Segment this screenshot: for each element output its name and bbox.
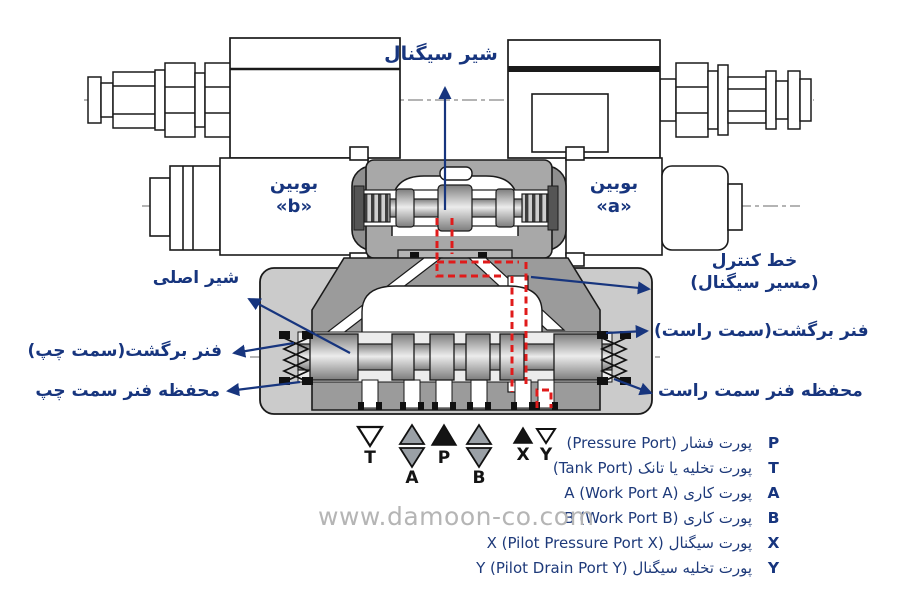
- coil-tube-right: [565, 146, 743, 267]
- spring-seats-right: [597, 331, 631, 385]
- label-return-spring-right: فنر برگشت(سمت راست): [654, 321, 869, 341]
- control-signal-path: [435, 218, 553, 408]
- arrow-spring-chamber-left: [226, 380, 301, 397]
- legend-text: پورت فشار (Pressure Port): [566, 434, 752, 452]
- label-control-line-1: خط کنترل: [711, 251, 798, 271]
- right-connector-plug: [659, 62, 812, 138]
- port-label-Y: Y: [539, 445, 553, 465]
- return-spring-left-part: [281, 337, 311, 383]
- legend-letter: T: [768, 459, 779, 477]
- port-label-A: A: [405, 468, 419, 488]
- arrow-spring-chamber-right: [613, 377, 653, 396]
- label-return-spring-left: فنر برگشت(سمت چپ): [27, 341, 222, 361]
- coil-tube-left: [149, 146, 369, 267]
- arrow-control-line: [530, 275, 651, 295]
- pilot-spring-left: [363, 193, 391, 223]
- port-label-T: T: [364, 448, 376, 468]
- label-coil-b-id: «b»: [275, 196, 313, 218]
- port-X-triangle: [512, 426, 534, 444]
- legend-text: پورت کاری A (Work Port A): [564, 484, 752, 502]
- port-B-triangle-down: [465, 447, 493, 469]
- legend-letter: P: [767, 434, 780, 452]
- port-symbols: [356, 423, 557, 469]
- main-valve-body: [259, 257, 653, 415]
- legend-letter: B: [767, 509, 780, 527]
- label-control-line-2: (مسیر سیگنال): [690, 273, 819, 294]
- label-spring-chamber-left: محفظه فنر سمت چپ: [35, 381, 220, 401]
- port-label-P: P: [437, 448, 451, 468]
- port-T-triangle: [356, 425, 384, 449]
- legend-row-X: پورت سیگنال X (Pilot Pressure Port X) X: [470, 533, 782, 553]
- label-coil-a-id: «a»: [596, 196, 632, 218]
- port-A-triangle-up: [398, 423, 426, 445]
- port-label-X: X: [516, 445, 530, 465]
- legend-text: پورت تخلیه یا تانک (Tank Port): [552, 459, 752, 477]
- label-coil-b: بوبین «b»: [232, 172, 356, 219]
- solenoid-housing-left: [229, 37, 401, 159]
- label-coil-a: بوبین «a»: [552, 172, 676, 219]
- solenoid-housing-right: [507, 39, 661, 159]
- arrow-main-valve: [247, 298, 351, 354]
- bottom-port-slots: [361, 379, 555, 409]
- legend-text: پورت کاری B (Work Port B): [564, 509, 752, 527]
- pilot-spring-right: [521, 193, 549, 223]
- port-Y-triangle: [535, 428, 557, 445]
- legend-letter: X: [767, 534, 780, 552]
- port-label-B: B: [472, 468, 486, 488]
- annotation-arrows: [226, 86, 653, 397]
- left-connector-plug: [87, 62, 236, 138]
- port-legend: پورت فشار (Pressure Port) P پورت تخلیه ی…: [470, 433, 782, 583]
- spring-seats-left: [279, 331, 313, 385]
- watermark: www.damoon-co.com: [318, 502, 595, 531]
- legend-row-Y: پورت تخلیه سیگنال Y (Pilot Drain Port Y)…: [470, 558, 782, 578]
- label-signal-valve: شیر سیگنال: [384, 43, 498, 65]
- legend-letter: A: [767, 484, 780, 502]
- port-B-triangle-up: [465, 423, 493, 445]
- legend-text: پورت سیگنال X (Pilot Pressure Port X): [486, 534, 752, 552]
- label-control-line: خط کنترل (مسیر سیگنال): [652, 250, 857, 294]
- return-spring-right-part: [599, 337, 629, 383]
- legend-row-P: پورت فشار (Pressure Port) P: [470, 433, 782, 453]
- pilot-valve-body: [351, 159, 567, 259]
- legend-row-B: پورت کاری B (Work Port B) B: [470, 508, 782, 528]
- arrow-return-spring-left: [232, 341, 295, 358]
- arrow-return-spring-right: [605, 324, 649, 339]
- port-A-triangle-down: [398, 447, 426, 469]
- label-coil-a-word: بوبین: [589, 173, 639, 194]
- label-main-valve: شیر اصلی: [152, 268, 240, 288]
- legend-row-T: پورت تخلیه یا تانک (Tank Port) T: [470, 458, 782, 478]
- port-P-triangle: [430, 423, 458, 446]
- legend-letter: Y: [767, 559, 780, 577]
- legend-row-A: پورت کاری A (Work Port A) A: [470, 483, 782, 503]
- legend-text: پورت تخلیه سیگنال Y (Pilot Drain Port Y): [476, 559, 752, 577]
- label-coil-b-word: بوبین: [269, 173, 319, 194]
- label-spring-chamber-right: محفظه فنر سمت راست: [658, 381, 863, 401]
